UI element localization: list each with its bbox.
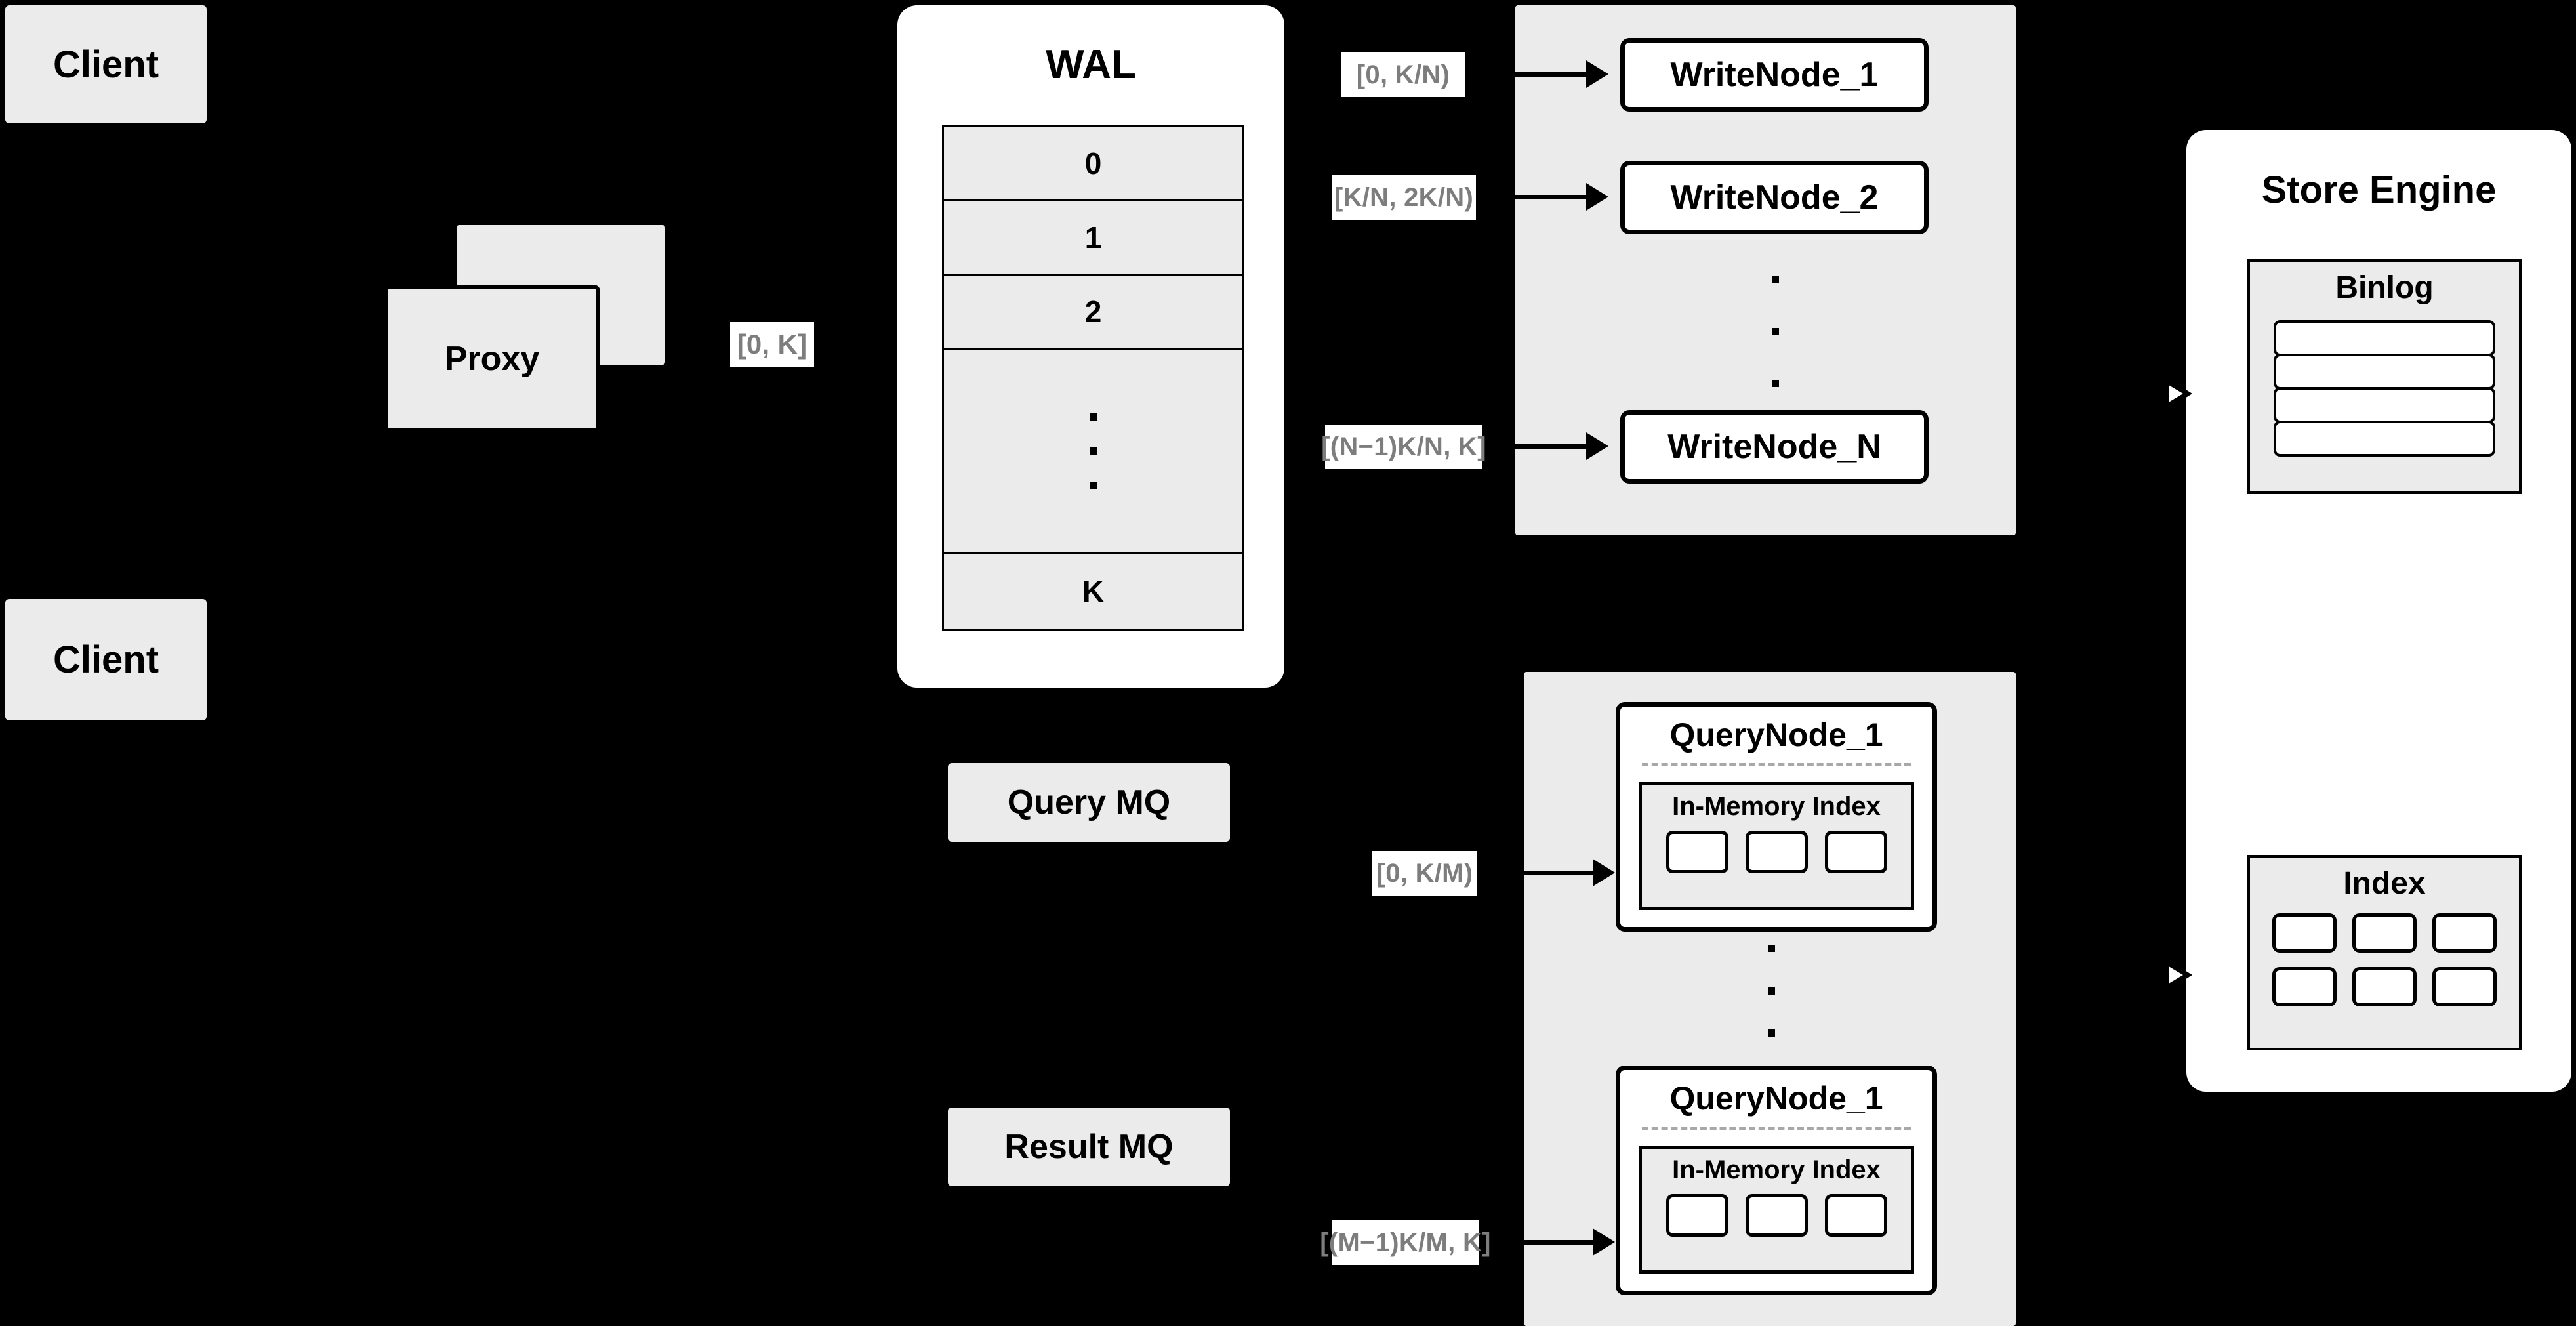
edge-label-to-query-node-m: [(M−1)K/M, K] [1320,1220,1490,1265]
index-cell[interactable] [1745,831,1808,873]
query-node-m-title: QueryNode_1 [1669,1080,1883,1117]
edge-label-to-write-node-2-text: [K/N, 2K/N) [1334,182,1474,212]
index-cell[interactable] [2352,967,2417,1006]
binlog-row[interactable] [2274,320,2495,356]
query-node-1-divider [1642,763,1911,766]
arrow-head-to-query-node-m [1593,1228,1615,1256]
arrow-line-to-write-node-1 [1410,72,1587,77]
arrow-head-to-query-node-1 [1593,859,1615,886]
arrow-head-to-write-node-2 [1586,183,1608,211]
index-cell[interactable] [2272,913,2337,953]
write-node-2[interactable]: WriteNode_2 [1620,161,1929,234]
binlog-row[interactable] [2274,354,2495,390]
index-cell[interactable] [2272,967,2337,1006]
query-node-m[interactable]: QueryNode_1 In-Memory Index [1616,1066,1937,1295]
arrow-head-to-write-node-n [1586,432,1608,460]
index-cell[interactable] [2432,913,2497,953]
store-engine-panel: Store Engine Binlog Index [2186,130,2571,1092]
index-cell[interactable] [1745,1194,1808,1237]
edge-label-to-write-node-n-text: [(N−1)K/N, K] [1321,432,1486,461]
binlog-row[interactable] [2274,421,2495,457]
write-node-n[interactable]: WriteNode_N [1620,410,1929,484]
wal-ellipsis-dots [1090,413,1097,489]
write-cluster-ellipsis-dots [1768,276,1782,387]
proxy-node-label: Proxy [444,339,540,378]
wal-row-label: 1 [1084,220,1102,255]
write-node-1[interactable]: WriteNode_1 [1620,38,1929,112]
ellipsis-dot [1767,987,1775,995]
edge-label-to-write-node-2: [K/N, 2K/N) [1332,175,1476,220]
edge-label-to-query-node-1: [0, K/M) [1372,851,1477,896]
edge-label-proxy-to-wal-text: [0, K] [737,329,808,360]
wal-row[interactable]: 1 [944,201,1242,276]
wal-row-label: K [1082,574,1105,608]
index-cell[interactable] [2432,967,2497,1006]
write-node-n-label: WriteNode_N [1667,428,1881,466]
ellipsis-dot [1090,482,1097,489]
edge-label-to-write-node-n: [(N−1)K/N, K] [1321,425,1486,469]
result-mq-label: Result MQ [1004,1128,1174,1166]
ellipsis-dot [1090,413,1097,421]
arrow-head-to-write-node-1 [1586,60,1608,88]
store-engine-title: Store Engine [2261,169,2497,211]
query-node-m-inmemory-index-title: In-Memory Index [1672,1155,1881,1184]
edge-label-proxy-to-wal: [0, K] [730,322,814,367]
arrow-line-to-write-node-n [1410,444,1587,449]
index-title: Index [2343,866,2426,901]
client-node-2[interactable]: Client [5,599,207,720]
wal-table: 0 1 2 K [942,125,1244,631]
index-cell[interactable] [1666,831,1728,873]
query-node-1-inmemory-index-title: In-Memory Index [1672,792,1881,821]
binlog-row[interactable] [2274,387,2495,423]
ellipsis-dot [1771,276,1779,283]
index-cell[interactable] [2352,913,2417,953]
ellipsis-dot [1090,447,1097,455]
write-node-1-label: WriteNode_1 [1670,56,1879,94]
query-mq-label: Query MQ [1007,783,1171,821]
ellipsis-dot [1771,327,1779,335]
query-cluster-ellipsis-dots [1765,945,1778,1037]
edge-label-to-query-node-1-text: [0, K/M) [1376,858,1473,888]
arrow-line-to-write-node-2 [1410,195,1587,199]
query-node-m-inmemory-index-panel: In-Memory Index [1639,1146,1914,1274]
query-node-m-divider [1642,1127,1911,1130]
index-cell[interactable] [1666,1194,1728,1237]
arrow-line-to-binlog [2119,392,2173,396]
index-cell[interactable] [1824,1194,1887,1237]
edge-label-to-query-node-m-text: [(M−1)K/M, K] [1320,1228,1491,1257]
arrow-line-to-index [2119,947,2173,951]
arrow-head-to-binlog [2169,381,2192,407]
ellipsis-dot [1767,1029,1775,1037]
wal-row[interactable]: 2 [944,276,1242,350]
binlog-title: Binlog [2335,270,2434,305]
client-node-1-label: Client [52,43,159,86]
wal-row-label: 0 [1084,146,1102,180]
client-node-1[interactable]: Client [5,5,207,123]
wal-row[interactable]: K [944,554,1242,628]
result-mq-node[interactable]: Result MQ [948,1108,1230,1186]
wal-row-label: 2 [1084,295,1102,329]
edge-label-to-write-node-1: [0, K/N) [1341,52,1465,97]
write-node-2-label: WriteNode_2 [1670,178,1879,217]
wal-row[interactable]: 0 [944,127,1242,201]
query-mq-node[interactable]: Query MQ [948,763,1230,842]
proxy-node[interactable]: Proxy [384,285,600,432]
index-panel: Index [2247,855,2522,1050]
query-node-1-inmemory-index-panel: In-Memory Index [1639,782,1914,910]
wal-title: WAL [1046,42,1136,87]
ellipsis-dot [1771,380,1779,387]
query-node-1[interactable]: QueryNode_1 In-Memory Index [1616,702,1937,932]
wal-panel: WAL 0 1 2 K [897,5,1284,688]
ellipsis-dot [1767,945,1775,952]
query-node-1-title: QueryNode_1 [1669,716,1883,753]
wal-row-ellipsis [944,350,1242,554]
client-node-2-label: Client [52,638,159,681]
index-cell[interactable] [1824,831,1887,873]
edge-label-to-write-node-1-text: [0, K/N) [1356,60,1450,89]
arrow-head-to-index [2169,962,2192,988]
arrow-line-to-query-node-1 [1430,871,1594,875]
proxy-stack-card-middle [0,0,8,8]
binlog-panel: Binlog [2247,259,2522,494]
arrow-line-to-query-node-m [1430,1240,1594,1245]
